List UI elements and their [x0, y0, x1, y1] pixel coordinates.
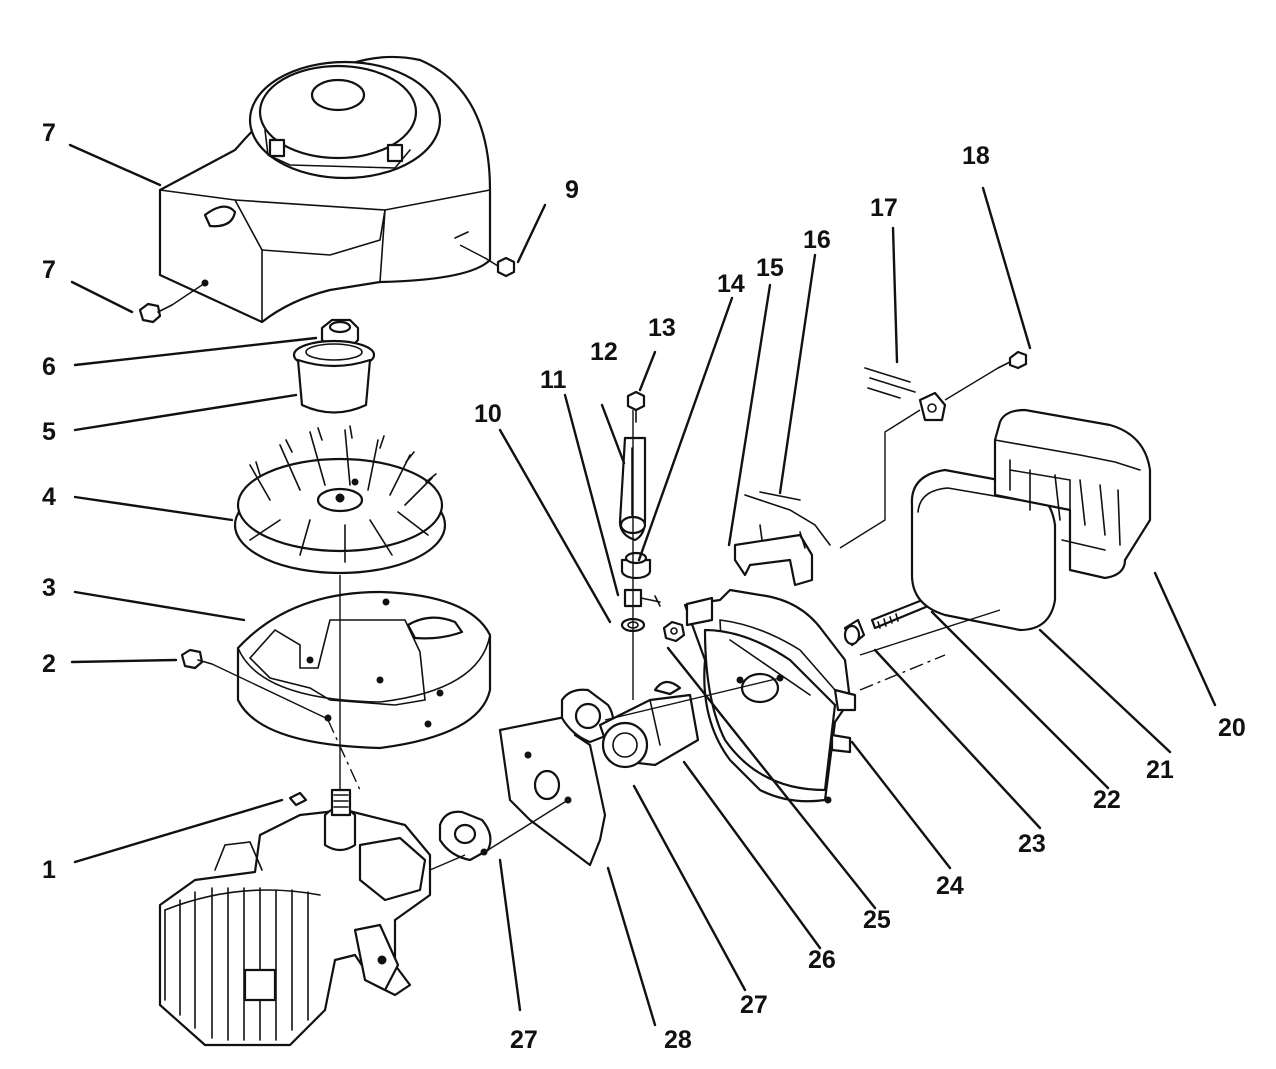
callout-6: 6 — [42, 353, 56, 381]
callout-28: 28 — [664, 1026, 692, 1054]
callout-18: 18 — [962, 142, 990, 170]
housing-screw-left-part — [138, 302, 173, 324]
ground-wire-part — [744, 491, 831, 546]
muffler-part — [683, 588, 857, 804]
callout-7: 7 — [42, 256, 56, 284]
callout-15: 15 — [756, 254, 784, 282]
flywheel-key-part — [288, 791, 308, 807]
gasket-small-lower-part — [438, 810, 492, 862]
callout-27-lower: 27 — [510, 1026, 538, 1054]
callout-4: 4 — [42, 483, 56, 511]
bushing-part — [620, 551, 652, 580]
air-cleaner-spacer-part — [843, 618, 866, 647]
exhaust-pipe-part — [598, 680, 700, 769]
air-cleaner-cover-part — [993, 408, 1152, 580]
callout-16: 16 — [803, 226, 831, 254]
callout-8: 7 — [42, 119, 56, 147]
callout-22: 22 — [1093, 786, 1121, 814]
wire-clip-part — [733, 524, 814, 587]
callout-25: 25 — [863, 906, 891, 934]
callout-24: 24 — [936, 872, 964, 900]
callout-26: 26 — [808, 946, 836, 974]
bracket-screw-part — [626, 390, 646, 423]
heat-shield-plate-part — [498, 713, 607, 867]
callout-labels: 7 7 9 6 5 4 3 2 1 10 11 12 13 14 15 16 1… — [42, 119, 1246, 1054]
callout-27-upper: 27 — [740, 991, 768, 1019]
air-cleaner-bracket-part — [864, 367, 947, 422]
spacer-part — [623, 588, 661, 608]
callout-17: 17 — [870, 194, 898, 222]
base-baffle-plate-part — [236, 590, 492, 750]
callout-14: 14 — [717, 270, 745, 298]
callout-10: 10 — [474, 400, 502, 428]
leader-lines — [68, 143, 1217, 1027]
callout-11: 11 — [540, 366, 567, 394]
housing-screw-right-part — [484, 256, 516, 278]
callout-20: 20 — [1218, 714, 1246, 742]
callout-3: 3 — [42, 574, 56, 602]
assembly-lines — [171, 244, 1001, 871]
bracket-screw-18-part — [997, 350, 1028, 370]
flywheel-part — [233, 425, 447, 575]
muffler-nut-part — [662, 620, 686, 643]
callout-1: 1 — [42, 856, 56, 884]
callout-9: 9 — [565, 176, 579, 204]
callout-23: 23 — [1018, 830, 1046, 858]
callout-12: 12 — [590, 338, 618, 366]
callout-5: 5 — [42, 418, 56, 446]
callout-13: 13 — [648, 314, 676, 342]
baffle-screw-part — [180, 648, 213, 670]
blower-housing-part — [158, 55, 492, 324]
callout-2: 2 — [42, 650, 56, 678]
rotating-screen-part — [292, 339, 376, 414]
engine-block-part — [158, 788, 432, 1047]
filter-element-part — [910, 468, 1057, 632]
callout-21: 21 — [1146, 756, 1174, 784]
